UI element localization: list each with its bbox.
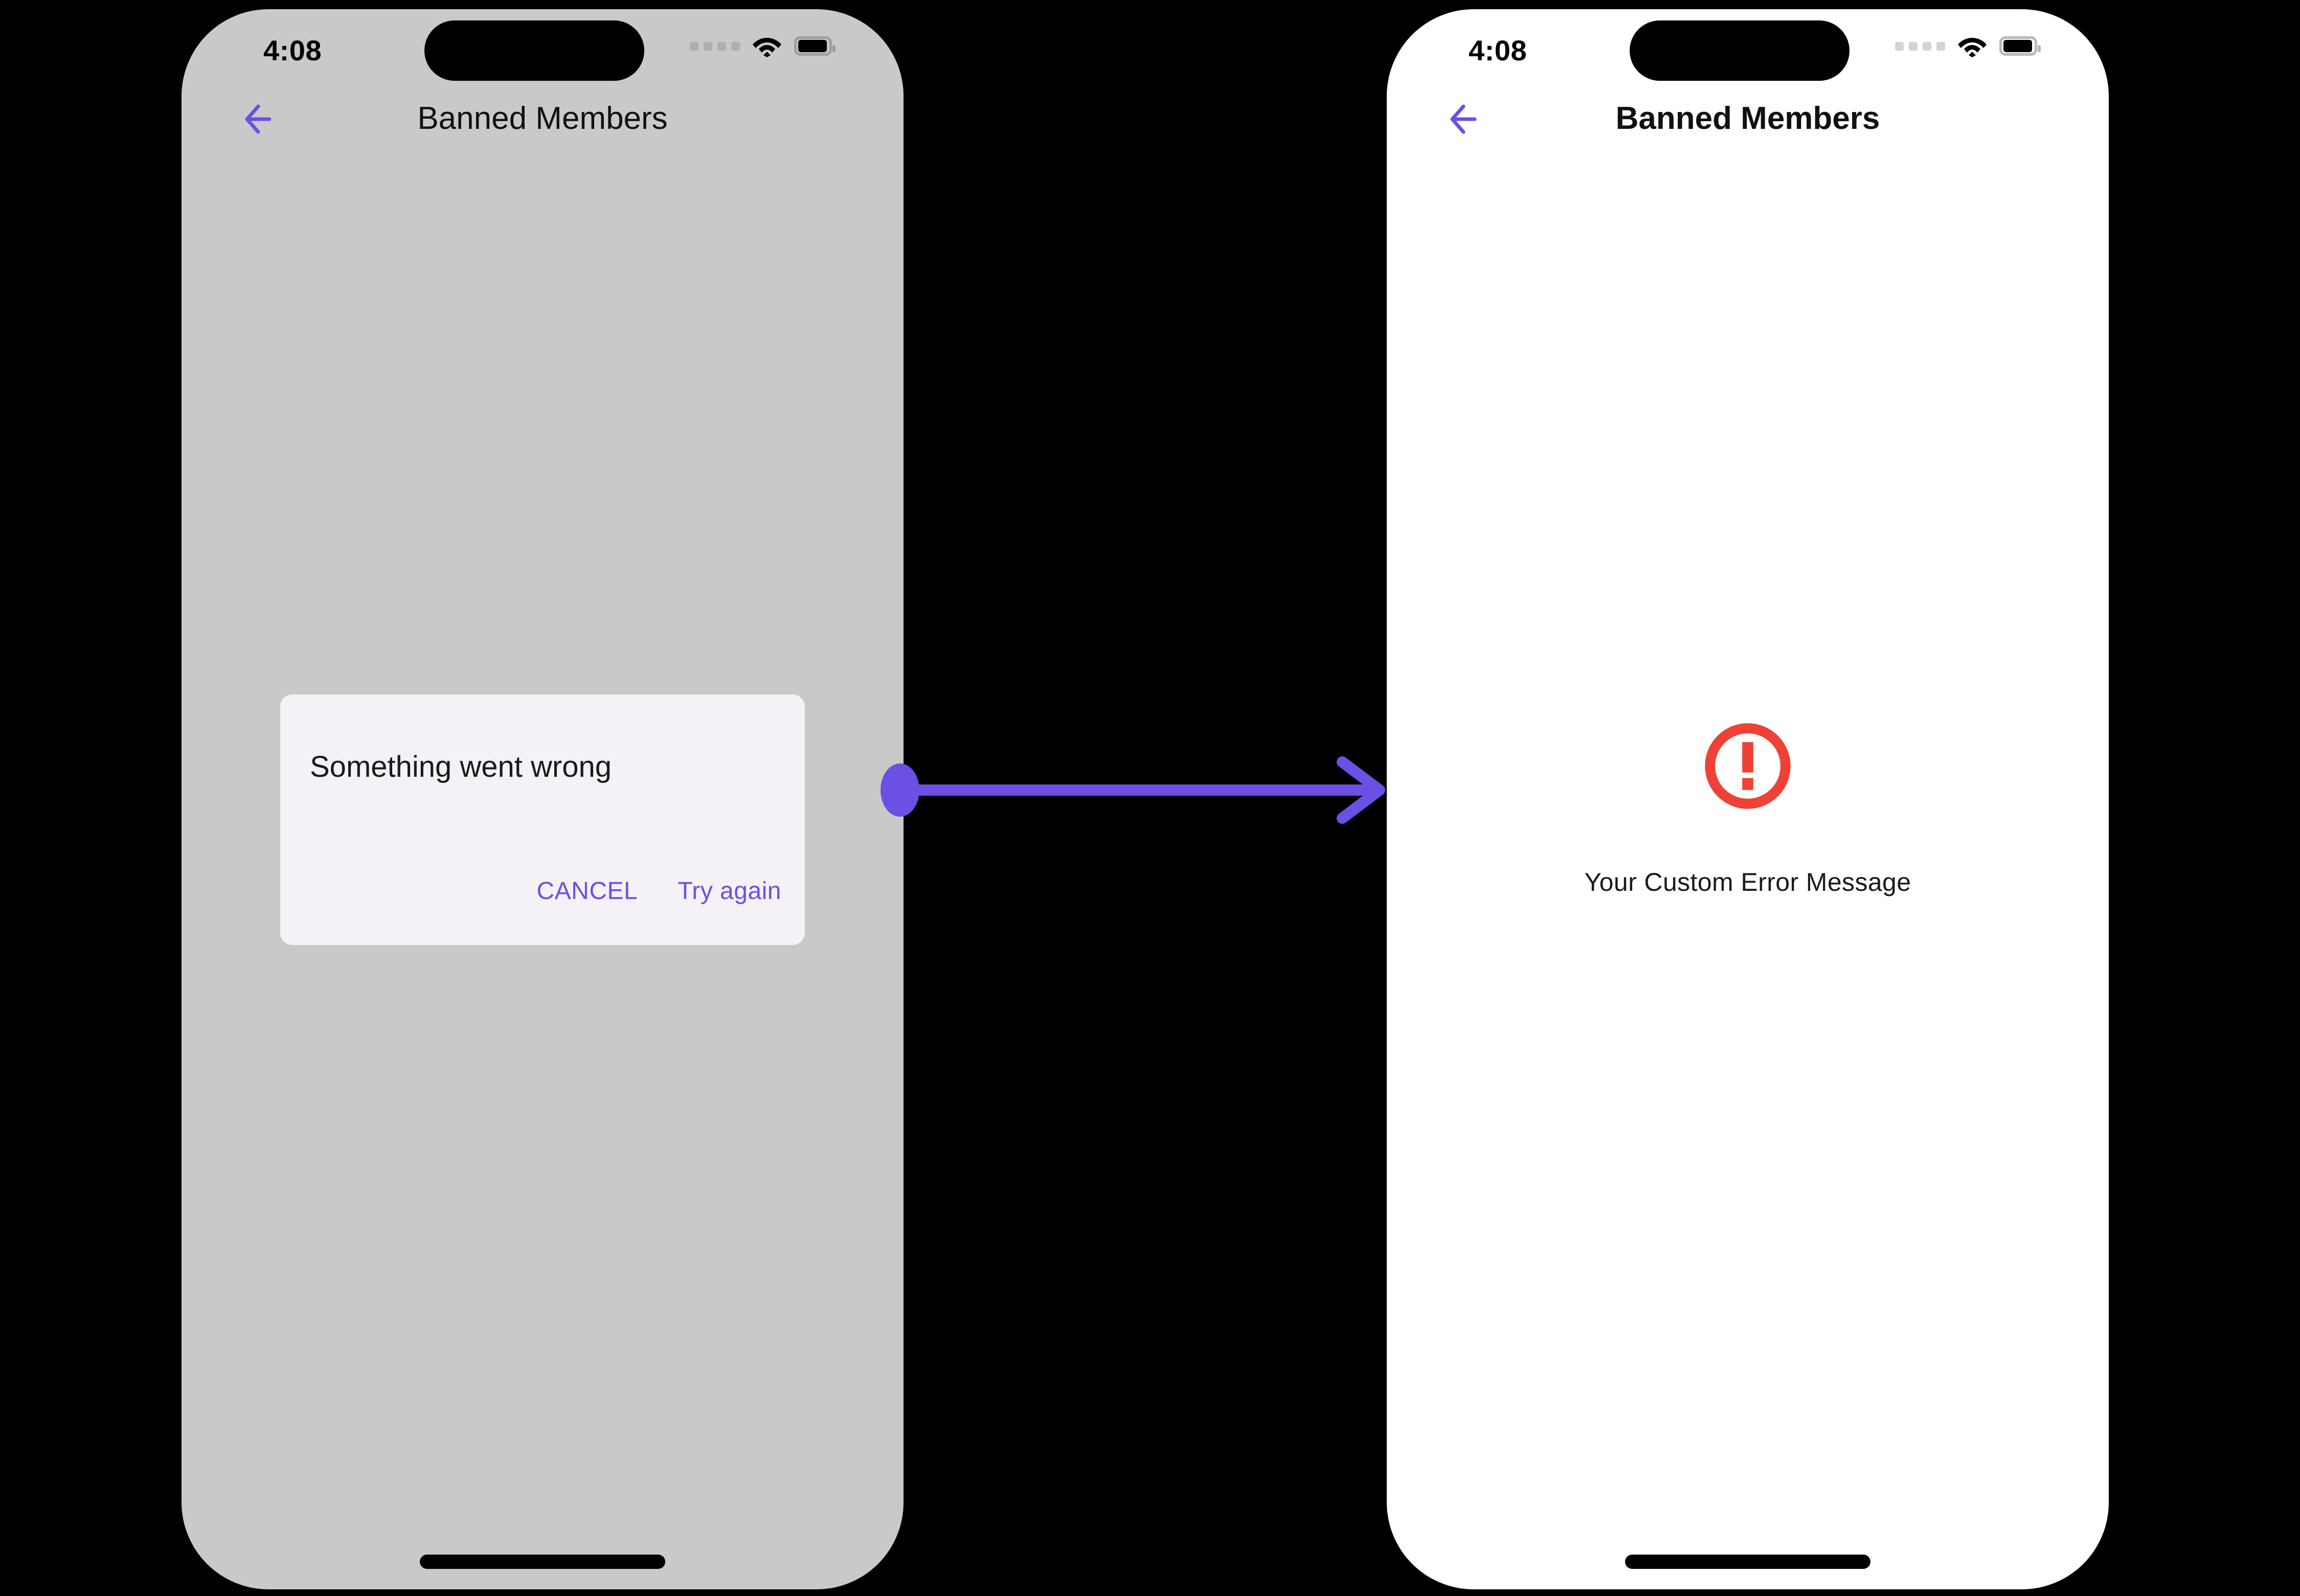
dialog-title: Something went wrong <box>310 750 612 783</box>
app-bar-right: Banned Members <box>1387 86 2109 152</box>
wifi-icon <box>752 35 782 57</box>
error-circle-exclamation-icon <box>1705 723 1791 809</box>
status-time: 4:08 <box>263 34 322 66</box>
page-title: Banned Members <box>417 101 668 136</box>
status-bar-right: 4:08 <box>1387 9 2109 86</box>
flow-connector-arrow <box>881 756 1385 824</box>
phone-right: 4:08 Banned Members <box>1387 9 2109 1589</box>
page-title: Banned Members <box>1615 101 1880 136</box>
back-arrow-icon[interactable] <box>1443 97 1487 141</box>
signal-dots-icon <box>690 41 740 51</box>
error-state: Your Custom Error Message <box>1387 720 2109 897</box>
error-message: Your Custom Error Message <box>1584 868 1911 896</box>
dynamic-island <box>1630 20 1850 81</box>
phone-left: 4:08 Banned Members <box>182 9 904 1589</box>
app-bar-left: Banned Members <box>182 86 904 152</box>
battery-full-icon <box>1999 36 2041 56</box>
error-dialog: Something went wrong CANCEL Try again <box>280 694 805 945</box>
wifi-icon <box>1957 35 1987 57</box>
dialog-scrim: Something went wrong CANCEL Try again <box>182 9 904 1589</box>
dynamic-island <box>424 20 644 81</box>
try-again-button[interactable]: Try again <box>678 878 781 905</box>
signal-dots-icon <box>1895 41 1945 51</box>
status-bar-left: 4:08 <box>182 9 904 86</box>
home-indicator[interactable] <box>1625 1555 1870 1569</box>
home-indicator[interactable] <box>420 1555 665 1569</box>
status-indicators <box>690 35 836 57</box>
battery-full-icon <box>794 36 836 56</box>
status-indicators <box>1895 35 2041 57</box>
dialog-actions: CANCEL Try again <box>536 877 781 905</box>
cancel-button[interactable]: CANCEL <box>536 878 638 905</box>
back-arrow-icon[interactable] <box>238 97 282 141</box>
status-time: 4:08 <box>1469 34 1527 66</box>
arrow-right-icon <box>1337 756 1385 824</box>
